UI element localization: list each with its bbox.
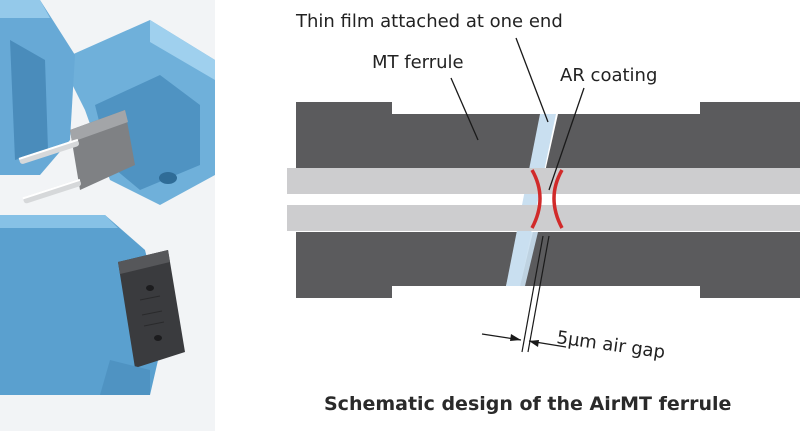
ar-coating-left bbox=[530, 169, 542, 229]
leader-ar-coating bbox=[548, 87, 585, 191]
thin-film bbox=[506, 114, 556, 286]
ferrule-lower-left bbox=[296, 232, 520, 298]
leader-thin-film bbox=[515, 37, 549, 123]
label-thin-film: Thin film attached at one end bbox=[295, 11, 563, 32]
ferrule-lower-right bbox=[520, 232, 800, 298]
label-mt-ferrule: MT ferrule bbox=[372, 52, 464, 73]
fiber-lower bbox=[287, 205, 800, 231]
fiber-upper bbox=[287, 168, 800, 194]
ferrule-upper-left bbox=[296, 102, 545, 172]
ferrule-block bbox=[118, 250, 185, 368]
label-ar-coating: AR coating bbox=[560, 65, 657, 86]
ar-coating-right bbox=[552, 169, 564, 229]
caption: Schematic design of the AirMT ferrule bbox=[324, 393, 731, 415]
air-gap-line-right bbox=[527, 235, 550, 353]
connector-body bbox=[0, 215, 165, 395]
schematic: Thin film attached at one end MT ferrule… bbox=[287, 11, 800, 415]
ferrule-upper-right bbox=[545, 102, 800, 172]
connector-photo bbox=[0, 0, 215, 431]
air-gap-line-left bbox=[521, 235, 544, 353]
leader-mt-ferrule bbox=[450, 77, 479, 141]
thin-film-lower bbox=[512, 232, 538, 286]
label-air-gap: 5μm air gap bbox=[555, 327, 666, 363]
guide-pins bbox=[18, 138, 81, 204]
